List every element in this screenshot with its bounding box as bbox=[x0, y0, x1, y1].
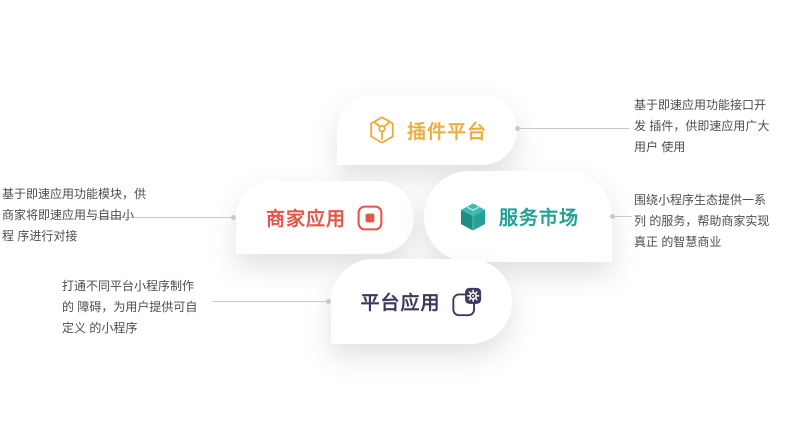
connector-line-platform bbox=[212, 301, 329, 302]
connector-line-merchant bbox=[97, 217, 234, 218]
service-market-description: 围绕小程序生态提供一系 列 的服务，帮助商家实现 真正 的智慧商业 bbox=[634, 193, 770, 249]
connector-dot-service bbox=[610, 214, 615, 219]
connector-line-plugin bbox=[517, 128, 629, 129]
platform-apps-title: 平台应用 bbox=[360, 293, 441, 314]
platform-apps-description: 打通不同平台小程序制作 的 障碍，为用户提供可自 定义 的小程序 bbox=[62, 279, 198, 335]
service-market-title: 服务市场 bbox=[498, 208, 579, 229]
plugin-platform-title: 插件平台 bbox=[406, 121, 487, 143]
connector-dot-merchant bbox=[231, 215, 236, 220]
connector-dot-platform bbox=[326, 299, 331, 304]
plugin-platform-card[interactable]: 插件平台 bbox=[337, 95, 517, 165]
merchant-apps-title: 商家应用 bbox=[265, 209, 346, 230]
platform-gear-icon bbox=[451, 286, 483, 318]
plugin-hexagon-icon bbox=[367, 115, 397, 145]
service-market-card[interactable]: 服务市场 bbox=[424, 171, 612, 262]
merchant-apps-description: 基于即速应用功能模块，供 商家将即速应用与自由小 程 序进行对接 bbox=[2, 187, 147, 243]
plugin-platform-description: 基于即速应用功能接口开 发 插件，供即速应用广大 用户 使用 bbox=[634, 98, 770, 154]
connector-dot-plugin bbox=[515, 126, 520, 131]
platform-apps-card[interactable]: 平台应用 bbox=[331, 259, 512, 344]
service-cube-icon bbox=[457, 201, 489, 233]
merchant-square-icon bbox=[356, 204, 384, 232]
connector-line-service bbox=[613, 216, 632, 217]
merchant-apps-card[interactable]: 商家应用 bbox=[236, 181, 414, 254]
